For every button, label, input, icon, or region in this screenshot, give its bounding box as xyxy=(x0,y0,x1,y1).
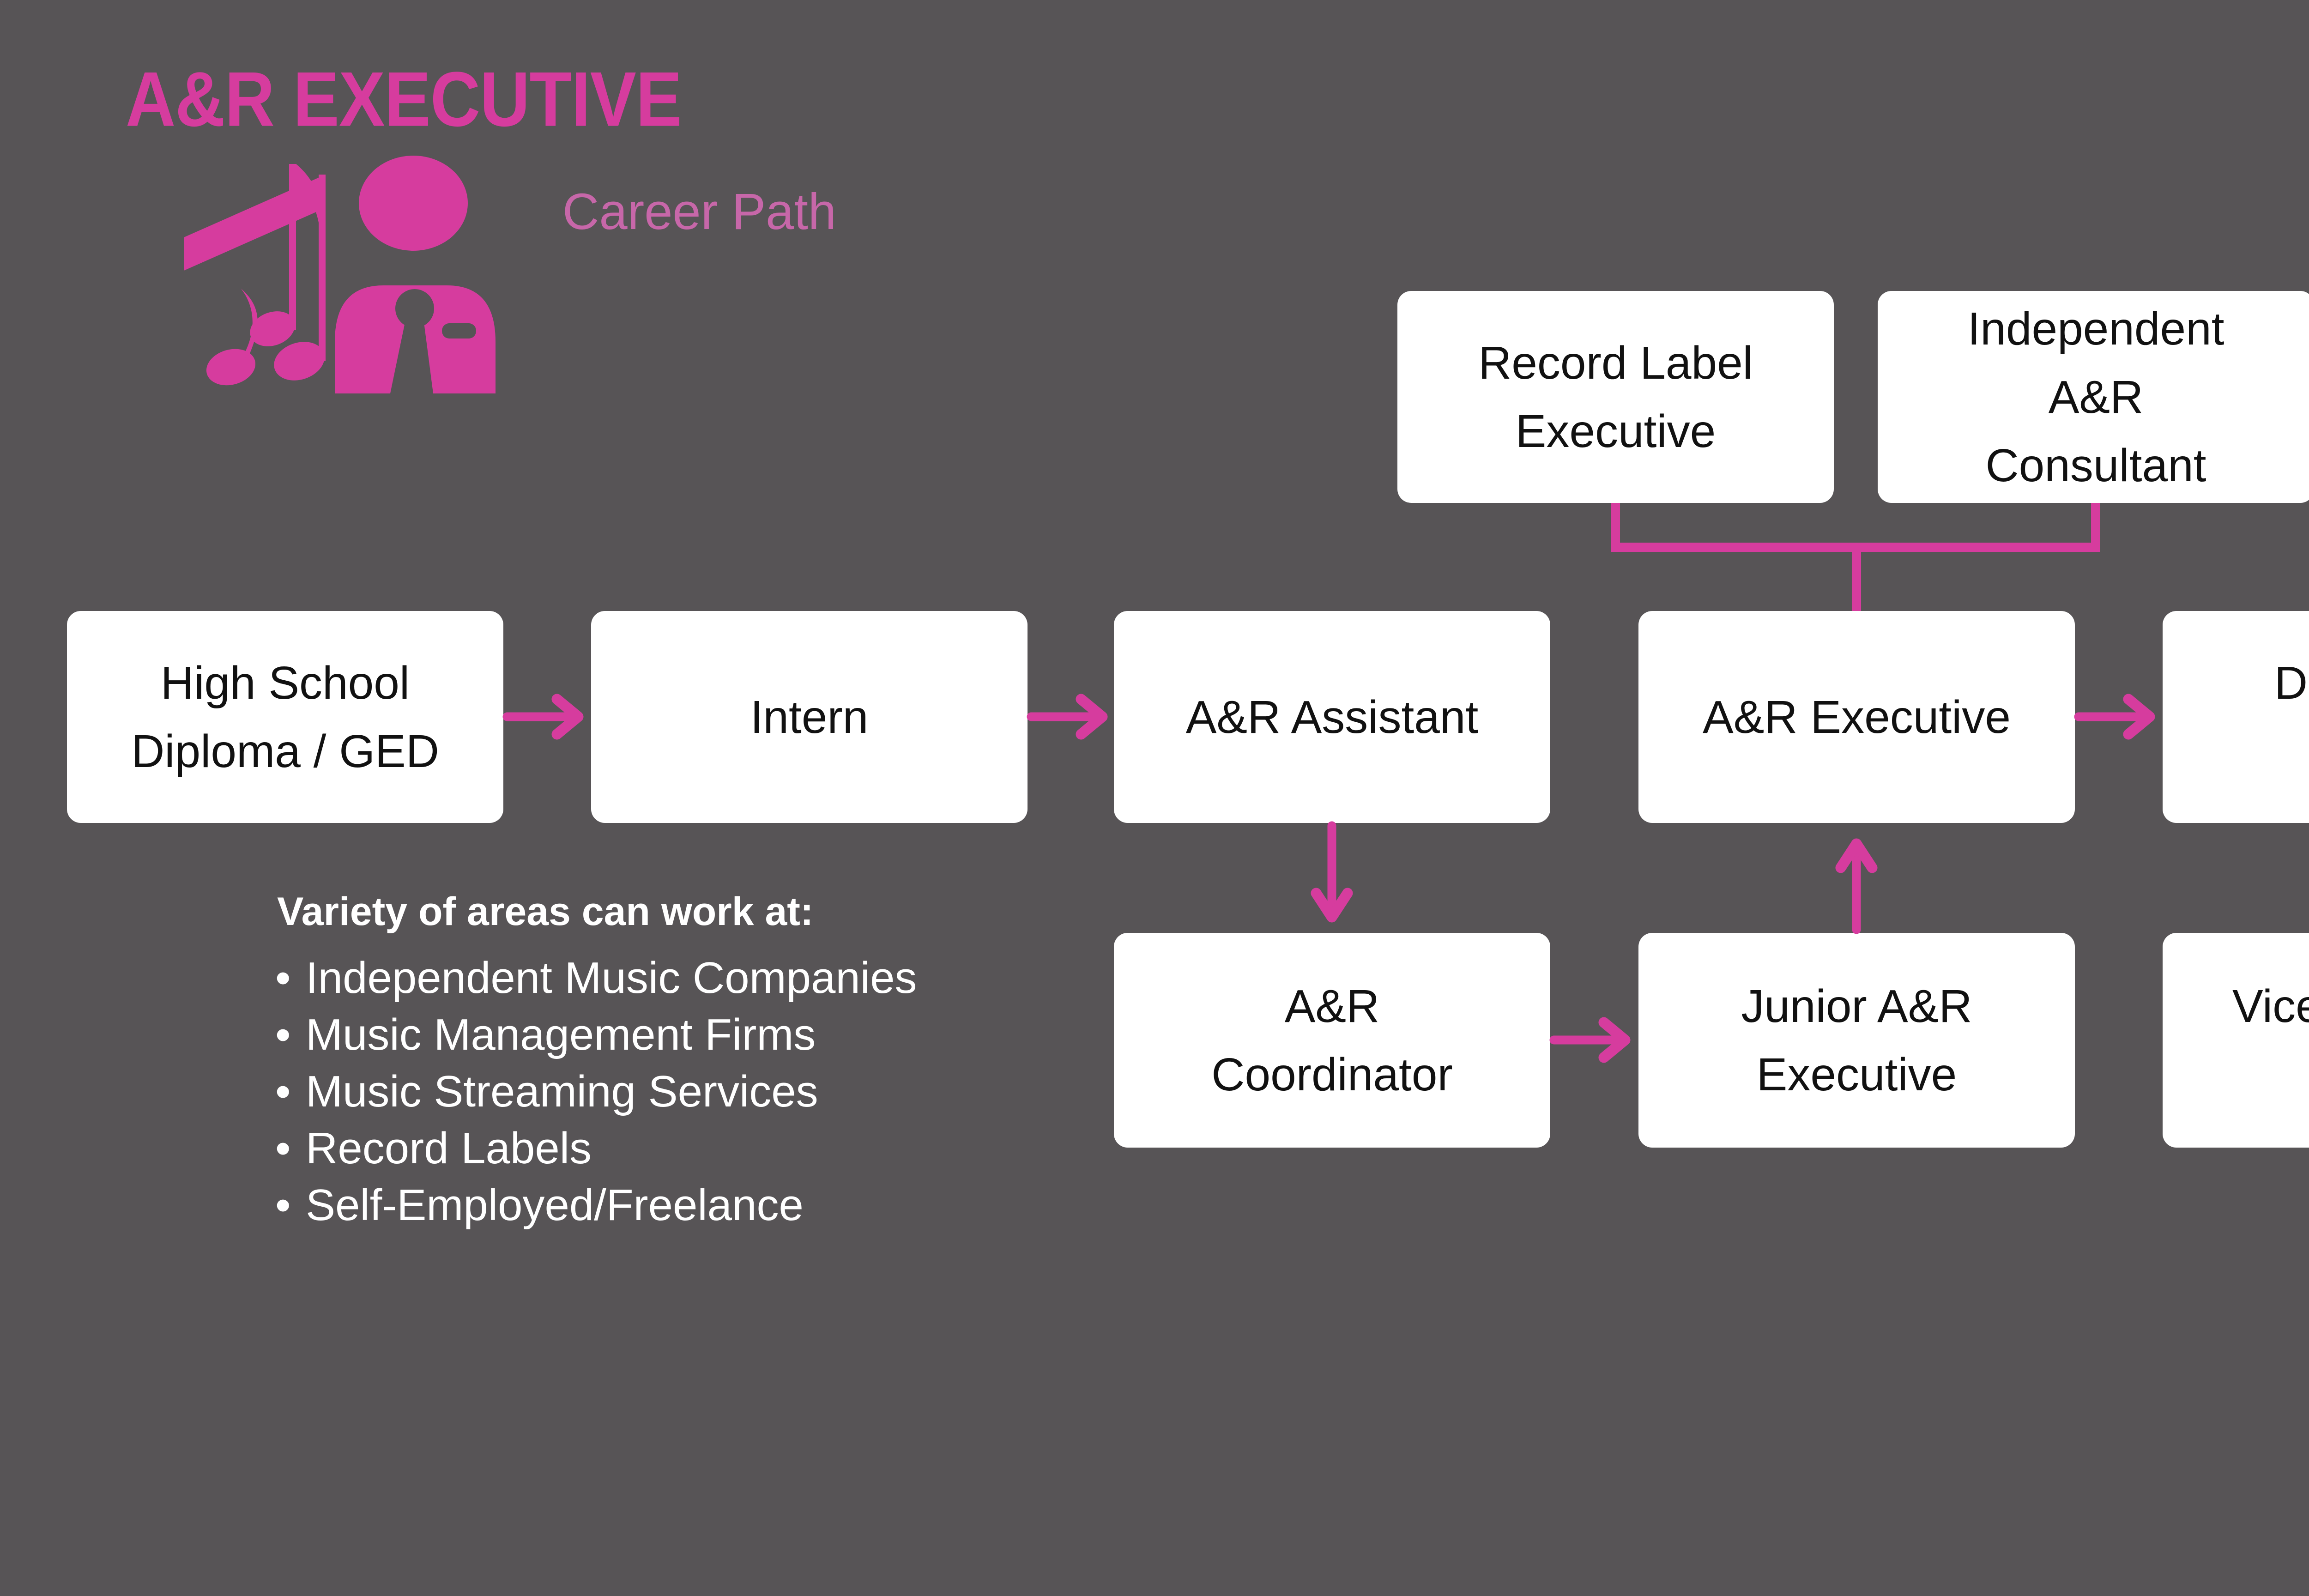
node-label: Record Label Executive xyxy=(1478,337,1753,457)
node-ar-coordinator: A&R Coordinator xyxy=(1114,933,1550,1148)
node-label: Junior A&R Executive xyxy=(1741,980,1972,1100)
node-independent-ar-consultant: Independent A&R Consultant xyxy=(1878,291,2309,503)
node-high-school-diploma: High School Diploma / GED xyxy=(67,611,503,823)
person-collar xyxy=(395,289,434,328)
list-item: Record Labels xyxy=(275,1120,917,1177)
node-vice-president-of-ar: Vice President of A&R xyxy=(2163,933,2309,1148)
work-area-label: Self-Employed/Freelance xyxy=(306,1180,804,1230)
node-ar-assistant: A&R Assistant xyxy=(1114,611,1550,823)
node-label: Intern xyxy=(750,691,869,743)
node-junior-ar-executive: Junior A&R Executive xyxy=(1638,933,2075,1148)
arrow-intern-to-assistant xyxy=(1027,694,1108,740)
work-areas-list: Independent Music Companies Music Manage… xyxy=(275,949,917,1233)
connector-horizontal-bar xyxy=(1611,543,2100,552)
node-label: A&R Coordinator xyxy=(1211,980,1453,1100)
music-notes-icon xyxy=(184,164,326,386)
node-director-of-ar: Director of A&R xyxy=(2163,611,2309,823)
node-label: Independent A&R Consultant xyxy=(1967,302,2224,491)
node-record-label-executive: Record Label Executive xyxy=(1397,291,1834,503)
node-label: A&R Executive xyxy=(1703,691,2011,743)
list-item: Independent Music Companies xyxy=(275,949,917,1006)
connector-stem xyxy=(1852,552,1861,611)
work-areas-heading: Variety of areas can work at: xyxy=(277,889,814,934)
list-item: Music Streaming Services xyxy=(275,1063,917,1120)
page-title: A&R EXECUTIVE xyxy=(126,55,682,143)
list-item: Self-Employed/Freelance xyxy=(275,1177,917,1233)
arrow-executive-to-director xyxy=(2074,694,2155,740)
page-subtitle: Career Path xyxy=(562,183,837,240)
arrow-high-school-to-intern xyxy=(502,694,584,740)
person-head xyxy=(359,156,468,251)
person-tie xyxy=(390,322,433,393)
list-item: Music Management Firms xyxy=(275,1006,917,1063)
person-icon xyxy=(335,156,496,393)
music-person-icon xyxy=(184,156,496,393)
work-area-label: Music Management Firms xyxy=(306,1010,816,1059)
node-intern: Intern xyxy=(591,611,1028,823)
node-label: High School Diploma / GED xyxy=(131,657,439,777)
connector-right-drop xyxy=(2091,503,2100,552)
connector-left-drop xyxy=(1611,503,1620,552)
person-badge xyxy=(442,323,476,339)
arrow-assistant-to-coordinator xyxy=(1311,821,1353,923)
work-area-label: Music Streaming Services xyxy=(306,1067,818,1116)
arrow-coordinator-to-junior xyxy=(1549,1017,1631,1063)
node-label: A&R Assistant xyxy=(1185,691,1479,743)
node-ar-executive: A&R Executive xyxy=(1638,611,2075,823)
work-area-label: Record Labels xyxy=(306,1124,592,1173)
node-label: Director of A&R xyxy=(2274,657,2309,709)
work-area-label: Independent Music Companies xyxy=(306,953,917,1003)
arrow-junior-to-executive xyxy=(1835,838,1878,934)
node-label: Vice President of A&R xyxy=(2232,980,2309,1100)
